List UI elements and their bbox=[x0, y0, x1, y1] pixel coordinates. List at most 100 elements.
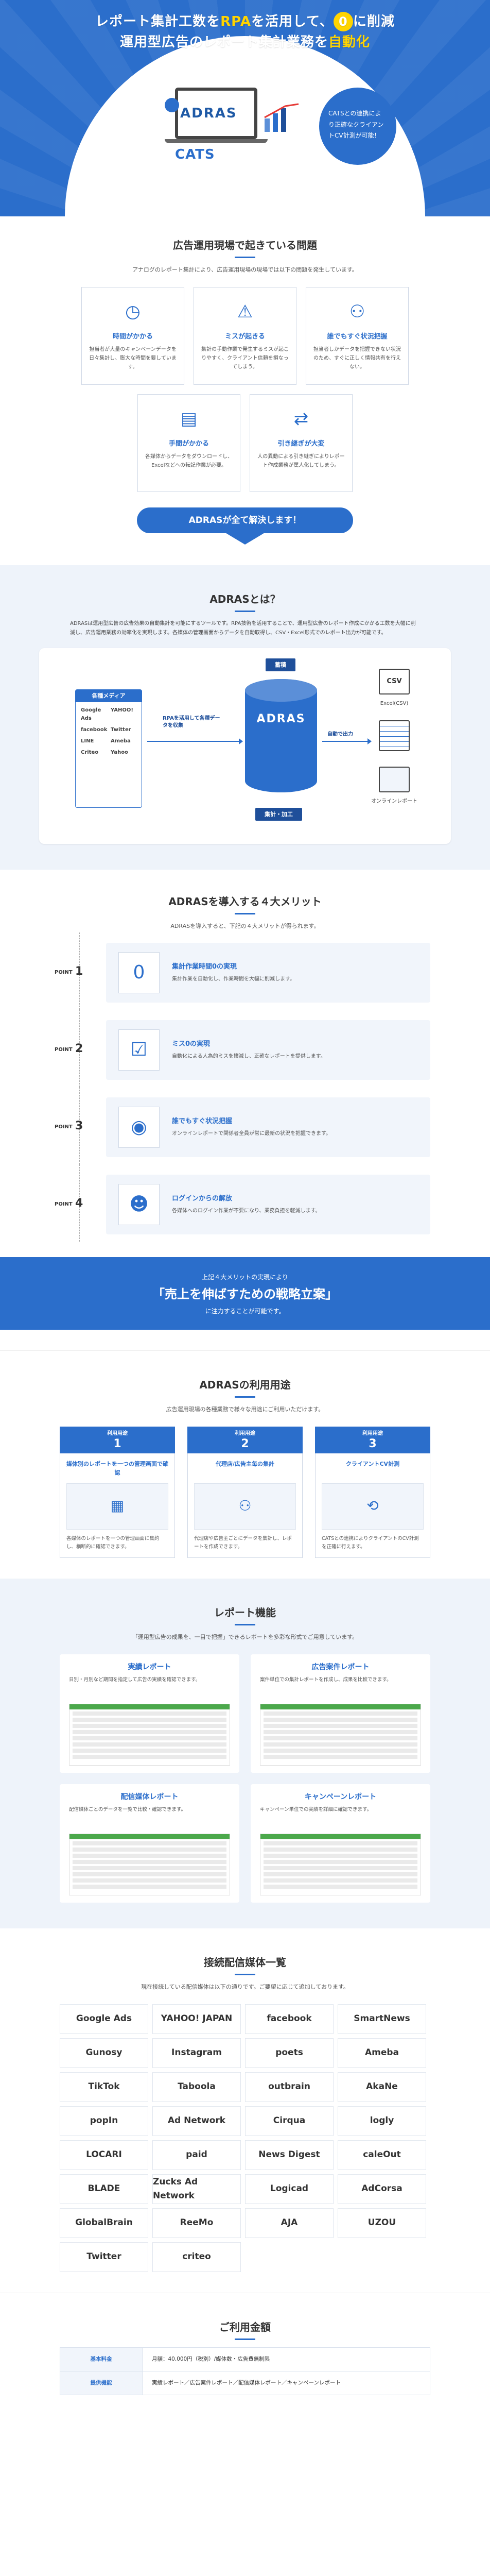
report-title: 配信媒体レポート bbox=[120, 1793, 179, 1801]
media-logo: LOCARI bbox=[60, 2140, 148, 2170]
merit-title: ミス0の実現 bbox=[172, 1040, 211, 1048]
hero-line1-rpa: RPA bbox=[220, 14, 251, 29]
problems-section: 広告運用現場で起きている問題 アナログのレポート集計により、広告運用現場の現場で… bbox=[0, 216, 490, 565]
merit-desc: オンラインレポートで関係者全員が常に最新の状況を把握できます。 bbox=[172, 1131, 331, 1137]
title-underline bbox=[235, 2338, 255, 2340]
table-row: 提供機能 実績レポート／広告案件レポート／配信媒体レポート／キャンペーンレポート bbox=[60, 2370, 430, 2395]
export-label: 自動で出力 bbox=[327, 731, 353, 737]
media-title: 接続配信媒体一覧 bbox=[204, 1956, 286, 1969]
problem-desc: 人の異動による引き継ぎによりレポート作成業務が属人化してしまう。 bbox=[257, 454, 345, 469]
media-logo: Ad Network bbox=[152, 2106, 241, 2136]
use-desc: 各媒体のレポートを一つの管理画面に集約し、横断的に確認できます。 bbox=[66, 1535, 160, 1550]
whatis-desc: ADRASは運用型広告の広告効果の自動集計を可能にするツールです。RPA技術を活… bbox=[70, 620, 416, 636]
reports-section: レポート機能 「運用型広告の成果を、一目で把握」できるレポートを多彩な形式でご用… bbox=[0, 1579, 490, 1929]
title-underline bbox=[235, 912, 255, 914]
checklist-icon: ☑ bbox=[118, 1029, 160, 1071]
report-desc: 日別・月別など期間を指定して広告の実績を確認できます。 bbox=[69, 1677, 201, 1683]
media-logo: UZOU bbox=[338, 2208, 426, 2238]
report-title: 広告案件レポート bbox=[311, 1663, 370, 1671]
use-title: ADRASの利用用途 bbox=[199, 1378, 291, 1391]
title-underline bbox=[235, 257, 255, 258]
storage-tag: 蓄積 bbox=[266, 658, 295, 672]
title-underline bbox=[235, 1396, 255, 1398]
use-title-text: 代理店/広告主毎の集計 bbox=[215, 1460, 275, 1467]
problem-card: ⇄ 引き継ぎが大変 人の異動による引き継ぎによりレポート作成業務が属人化してしま… bbox=[250, 394, 353, 492]
problem-card: ⚠ ミスが起きる 集計の手動作業で発生するミスが起こりやすく、クライアント信頼を… bbox=[194, 286, 296, 385]
report-card: 実績レポート 日別・月別など期間を指定して広告の実績を確認できます。 bbox=[60, 1654, 239, 1773]
problem-desc: 担当者が大量のキャンペーンデータを日々集計し、膨大な時間を要しています。 bbox=[89, 347, 177, 370]
merit-dashed-line bbox=[79, 1010, 80, 1088]
media-list: Google Ads YAHOO! facebook Twitter LINE … bbox=[76, 702, 142, 761]
media-item: Criteo bbox=[81, 749, 99, 755]
merits-banner-small: 上記４大メリットの実現により bbox=[202, 1274, 288, 1281]
media-logo: AJA bbox=[245, 2208, 334, 2238]
merit-card: 0 集計作業時間0の実現 集計作業を自動化し、作業時間を大幅に削減します。 bbox=[106, 943, 430, 1003]
media-box: 各種メディア Google Ads YAHOO! facebook Twitte… bbox=[75, 689, 142, 808]
media-logo: AdCorsa bbox=[338, 2174, 426, 2204]
media-logo: Instagram bbox=[152, 2038, 241, 2068]
merit-row: POINT 1 0 集計作業時間0の実現 集計作業を自動化し、作業時間を大幅に削… bbox=[55, 933, 435, 1010]
hero-visual: ADRAS CATS bbox=[154, 77, 278, 180]
aggregate-tag: 集計・加工 bbox=[255, 807, 302, 821]
merit-title: 集計作業時間0の実現 bbox=[172, 963, 237, 971]
hero-line1-c: に削減 bbox=[353, 14, 395, 29]
problems-grid: ◷ 時間がかかる 担当者が大量のキャンペーンデータを日々集計し、膨大な時間を要し… bbox=[80, 286, 410, 492]
media-logo: Ameba bbox=[338, 2038, 426, 2068]
media-item: facebook bbox=[81, 726, 108, 733]
report-desc: 配信媒体ごとのデータを一覧で比較・確認できます。 bbox=[69, 1807, 186, 1813]
price-table: 基本料金 月額：40,000円（税別）/媒体数・広告費無制限 提供機能 実績レポ… bbox=[60, 2347, 430, 2395]
report-screenshot bbox=[69, 1704, 230, 1766]
merit-row: POINT 3 ◉ 誰でもすぐ状況把握 オンラインレポートで関係者全員が常に最新… bbox=[55, 1087, 435, 1165]
merits-banner: 上記４大メリットの実現により 「売上を伸ばすための戦略立案」 に注力することが可… bbox=[0, 1257, 490, 1330]
online-report-label: オンラインレポート bbox=[371, 798, 417, 804]
arrow-right-icon bbox=[322, 738, 372, 744]
problem-desc: 担当者しかデータを把握できない状況のため、すぐに正しく情報共有を行えない。 bbox=[313, 347, 401, 370]
laptop-base bbox=[165, 139, 268, 143]
report-title: キャンペーンレポート bbox=[304, 1793, 377, 1801]
handover-icon: ⇄ bbox=[293, 409, 309, 430]
report-screenshot bbox=[260, 1834, 421, 1896]
media-logo: Gunosy bbox=[60, 2038, 148, 2068]
use-desc: CATSとの連携によりクライアントのCV計測を正確に行えます。 bbox=[322, 1535, 419, 1550]
title-underline bbox=[235, 1974, 255, 1976]
problem-title: 誰でもすぐ状況把握 bbox=[327, 332, 388, 341]
reports-grid: 実績レポート 日別・月別など期間を指定して広告の実績を確認できます。 広告案件レ… bbox=[60, 1654, 430, 1903]
media-item: Twitter bbox=[111, 726, 131, 733]
media-logo: News Digest bbox=[245, 2140, 334, 2170]
merit-desc: 各媒体へのログイン作業が不要になり、業務負担を軽減します。 bbox=[172, 1208, 321, 1214]
problem-card: ⚇ 誰でもすぐ状況把握 担当者しかデータを把握できない状況のため、すぐに正しく情… bbox=[306, 286, 409, 385]
title-underline bbox=[235, 610, 255, 612]
use-label: 利用用途 bbox=[362, 1430, 383, 1436]
merit-number: 3 bbox=[75, 1120, 83, 1133]
merits-banner-big: 「売上を伸ばすための戦略立案」 bbox=[152, 1287, 338, 1302]
report-title: 実績レポート bbox=[128, 1663, 171, 1671]
problem-title: 時間がかかる bbox=[112, 332, 153, 341]
problem-card: ▤ 手間がかかる 各媒体からデータをダウンロードし、Excelなどへの転記作業が… bbox=[137, 394, 240, 492]
use-subtitle: 広告運用現場の各種業務で様々な用途にご利用いただけます。 bbox=[166, 1405, 324, 1413]
media-logo: Google Ads bbox=[60, 2004, 148, 2034]
merit-number: 2 bbox=[75, 1042, 83, 1056]
media-logo: logly bbox=[338, 2106, 426, 2136]
media-logo: outbrain bbox=[245, 2072, 334, 2102]
problem-desc: 集計の手動作業で発生するミスが起こりやすく、クライアント信頼を損なってしまう。 bbox=[201, 347, 289, 370]
merits-subtitle: ADRASを導入すると、下記の４大メリットが得られます。 bbox=[170, 922, 320, 929]
merit-dashed-line bbox=[79, 1164, 80, 1242]
report-desc: キャンペーン単位での実績を詳細に確認できます。 bbox=[260, 1807, 372, 1813]
reports-title: レポート機能 bbox=[214, 1606, 276, 1619]
media-logo: YAHOO! JAPAN bbox=[152, 2004, 241, 2034]
media-subtitle: 現在接続している配信媒体は以下の通りです。ご要望に応じて追加しております。 bbox=[141, 1984, 349, 1991]
chevron-down-icon bbox=[224, 532, 266, 545]
merit-card: ◉ 誰でもすぐ状況把握 オンラインレポートで関係者全員が常に最新の状況を把握でき… bbox=[106, 1097, 430, 1158]
price-key: 基本料金 bbox=[60, 2347, 143, 2371]
hero-line2-hl: 自動化 bbox=[328, 35, 371, 50]
media-logo: Cirqua bbox=[245, 2106, 334, 2136]
media-section: 接続配信媒体一覧 現在接続している配信媒体は以下の通りです。ご要望に応じて追加し… bbox=[0, 1928, 490, 2293]
csv-icon: CSV bbox=[379, 668, 410, 694]
use-label: 利用用途 bbox=[107, 1430, 128, 1436]
price-section: ご利用金額 基本料金 月額：40,000円（税別）/媒体数・広告費無制限 提供機… bbox=[0, 2292, 490, 2436]
report-desc: 案件単位での集計レポートを作成し、成果を比較できます。 bbox=[260, 1677, 392, 1683]
merit-card: ☻ ログインからの解放 各媒体へのログイン作業が不要になり、業務負担を軽減します… bbox=[106, 1175, 430, 1235]
media-logo: Taboola bbox=[152, 2072, 241, 2102]
